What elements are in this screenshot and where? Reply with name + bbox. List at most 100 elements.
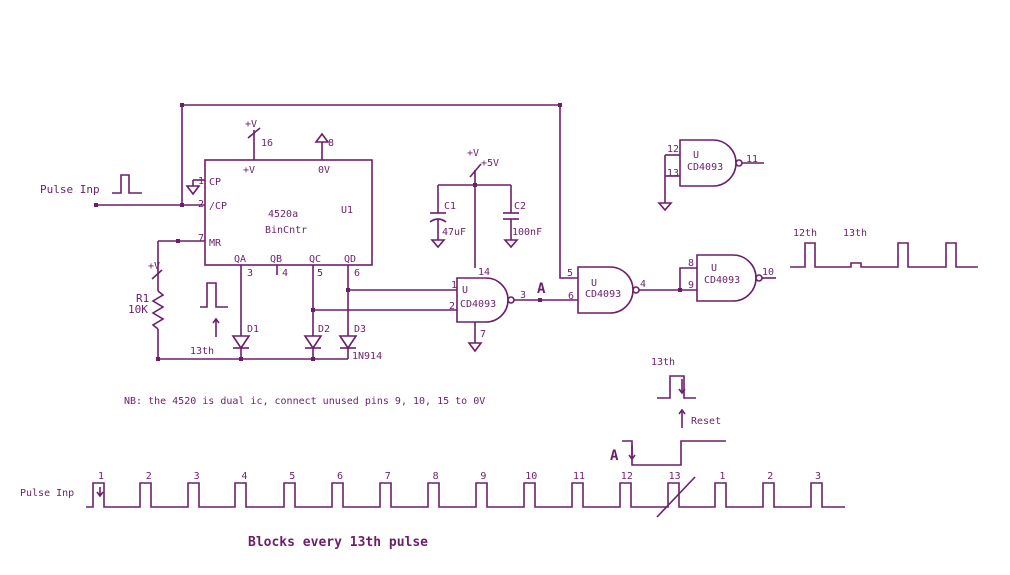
- pulse-number-label: 11: [573, 471, 585, 482]
- vss-ground-icon: [314, 132, 330, 143]
- c1-value: 47uF: [442, 227, 466, 238]
- diode-d1-symbol: [231, 335, 251, 350]
- pin-qa-label: QA: [234, 254, 246, 265]
- vdd-supply-label: +V: [245, 119, 257, 130]
- pulse-train-trace: [86, 482, 845, 508]
- pulse-input-symbol: [112, 174, 142, 194]
- pin-vss-number: 8: [328, 138, 334, 149]
- gate-d-ground-icon: [657, 202, 673, 212]
- gate-b-part: CD4093: [585, 289, 621, 300]
- diode-d1-ref: D1: [247, 324, 259, 335]
- pulse-number-label: 12: [621, 471, 633, 482]
- diode-d1: D1: [231, 324, 259, 359]
- gate-c-pin10: 10: [762, 267, 774, 278]
- pulse-number-label: 1: [719, 471, 725, 482]
- gate-d-part: CD4093: [687, 162, 723, 173]
- pin-mr-label: MR: [209, 238, 222, 249]
- counter-description: BinCntr: [265, 225, 307, 236]
- pin-qb-number: 4: [282, 268, 288, 279]
- pin-ncp-label: /CP: [209, 201, 227, 212]
- pulse-number-label: 5: [289, 471, 295, 482]
- gate-d-bubble: [735, 159, 743, 167]
- gate-a-pin7: 7: [480, 329, 486, 340]
- gate-a-ground-icon: [467, 342, 483, 353]
- c1-ref: C1: [444, 201, 456, 212]
- pin-qc-label: QC: [309, 254, 321, 265]
- pulse-number-label: 2: [146, 471, 152, 482]
- gate-a-u: U: [462, 285, 468, 296]
- gate-a-bubble: [507, 296, 515, 304]
- pin-ncp-number: 2: [198, 199, 204, 210]
- diode-d3-symbol: [338, 335, 358, 350]
- pin-vdd-label: +V: [243, 165, 255, 176]
- timing-node-a-label: A: [610, 448, 619, 464]
- timing-reset-13th-label: 13th: [651, 357, 675, 368]
- r1-supply-label: +V: [148, 261, 160, 272]
- gate-a-pin14: 14: [478, 267, 490, 278]
- pin-qb-label: QB: [270, 254, 282, 265]
- feedback-wire: [180, 103, 578, 279]
- timing-reset-label: Reset: [691, 416, 721, 427]
- gate-b-bubble: [632, 286, 640, 294]
- gate-d-pin12: 12: [667, 144, 679, 155]
- diode-d3-ref: D3: [354, 324, 366, 335]
- gate-b-pin6: 6: [568, 291, 574, 302]
- pulse-number-label: 1: [98, 471, 104, 482]
- pulse-number-label: 9: [480, 471, 486, 482]
- output-label-13th: 13th: [843, 228, 867, 239]
- diode-part: 1N914: [352, 351, 382, 362]
- gate-a-part: CD4093: [460, 299, 496, 310]
- reset-pulse-trace: [657, 375, 696, 399]
- vdd-supply-arrow: [247, 127, 261, 139]
- pulse-number-label: 7: [385, 471, 391, 482]
- node-a-trace: [622, 440, 726, 466]
- pulse-number-label: 8: [433, 471, 439, 482]
- pin-qc-number: 5: [317, 268, 323, 279]
- cp-ground-icon: [185, 185, 201, 196]
- pin-mr-number: 7: [198, 233, 204, 244]
- c2-ref: C2: [514, 201, 526, 212]
- pulse-number-label: 3: [815, 471, 821, 482]
- nand-gate-d: U CD4093 12 13 11: [657, 139, 764, 212]
- design-note: NB: the 4520 is dual ic, connect unused …: [124, 396, 485, 407]
- pulse-input-label: Pulse Inp: [40, 183, 100, 196]
- r1-value: 10K: [128, 303, 148, 316]
- diode-d2: D2: [303, 324, 330, 359]
- nand-gate-c: U CD4093 8 9 10: [688, 254, 776, 302]
- counter-body: [204, 159, 373, 266]
- counter-part: 4520a: [268, 209, 298, 220]
- counter-ref: U1: [341, 205, 353, 216]
- pulse-input: Pulse Inp: [40, 174, 205, 207]
- counter-u1: CP /CP MR +V 0V QA QB QC QD 4520a BinCnt…: [158, 119, 373, 336]
- cap-supply-label: +V: [467, 148, 479, 159]
- r1-ref: R1: [136, 292, 149, 305]
- diode-d2-ref: D2: [318, 324, 330, 335]
- gate-c-pin8: 8: [688, 258, 694, 269]
- supply-capacitors: +V +5V C1 47uF C2 100nF: [429, 148, 542, 268]
- c2-ground-icon: [503, 239, 519, 249]
- resistor-r1: +V R1 10K: [128, 241, 348, 361]
- gate-d-pin13: 13: [667, 168, 679, 179]
- pulse-number-label: 6: [337, 471, 343, 482]
- nand-gate-b: U CD4093 5 6 4: [567, 266, 697, 314]
- gate-b-pin4: 4: [640, 279, 646, 290]
- node-a-label: A: [537, 281, 546, 297]
- timing-pulse-label: Pulse Inp: [20, 488, 74, 499]
- diode-d3: D3 1N914: [338, 324, 382, 362]
- pin-qd-number: 6: [354, 268, 360, 279]
- pin-vdd-number: 16: [261, 138, 273, 149]
- pulse-number-label: 13: [669, 471, 681, 482]
- pin-qa-number: 3: [247, 268, 253, 279]
- gate-a-pin2: 2: [449, 301, 455, 312]
- pin-qd-label: QD: [344, 254, 356, 265]
- gate-d-pin11: 11: [746, 154, 758, 165]
- diode-d2-symbol: [303, 335, 323, 350]
- gate-c-part: CD4093: [704, 275, 740, 286]
- pin-cp-label: CP: [209, 177, 221, 188]
- gate-d-u: U: [693, 150, 699, 161]
- c1-ground-icon: [430, 239, 446, 249]
- pulse-number-label: 2: [767, 471, 773, 482]
